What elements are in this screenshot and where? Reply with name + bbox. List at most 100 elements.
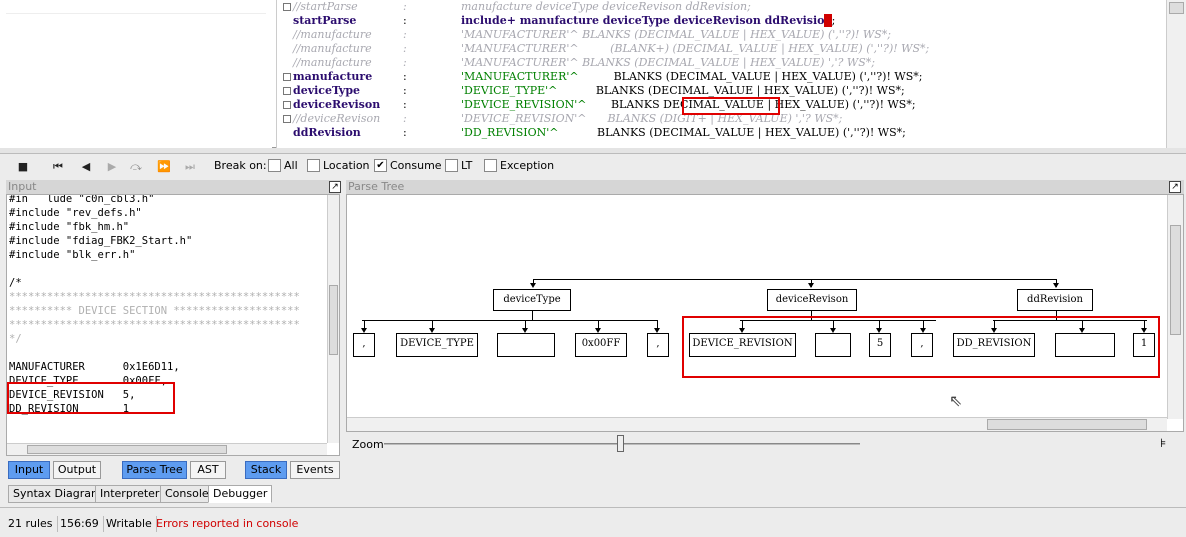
grammar-colon: : [403, 112, 407, 125]
grammar-text-area[interactable]: //startParse:manufacture deviceType devi… [276, 0, 1166, 148]
go-to-start-icon[interactable]: ⏮ [53, 160, 63, 173]
grammar-rule-name: ddRevision [293, 126, 361, 139]
tree-leaf-blanks[interactable] [815, 333, 851, 357]
grammar-colon: : [403, 126, 407, 139]
tree-leaf-blanks[interactable] [1055, 333, 1115, 357]
tree-expand-icon[interactable]: ↗ [1169, 181, 1181, 193]
status-rule-count: 21 rules [4, 516, 58, 532]
tree-leaf-hex-value[interactable]: 0x00FF [575, 333, 627, 357]
grammar-rule-body: manufacture deviceType deviceRevison ddR… [461, 0, 751, 14]
tree-node-ddrevision[interactable]: ddRevision [1017, 289, 1093, 311]
rules-list-panel[interactable] [0, 0, 272, 148]
grammar-token: 'MANUFACTURER'^ [461, 70, 579, 83]
tree-layout-icon[interactable]: ⊧ [1160, 436, 1167, 450]
input-text-area[interactable]: #in lude "c0n_cbl3.h"#include "rev_defs.… [6, 194, 340, 456]
status-errors[interactable]: Errors reported in console [156, 517, 299, 530]
break-location-label: Location [323, 159, 370, 172]
status-bar: 21 rules 156:69 Writable Errors reported… [0, 507, 1186, 537]
grammar-rule-body: 'MANUFACTURER'^ BLANKS (DECIMAL_VALUE | … [461, 70, 922, 84]
input-line: ********** DEVICE SECTION **************… [9, 305, 300, 317]
tree-node-devicetype[interactable]: deviceType [493, 289, 571, 311]
grammar-line[interactable]: //deviceRevison:'DEVICE_REVISION'^ BLANK… [277, 112, 1165, 126]
tree-leaf-decimal-value[interactable]: 1 [1133, 333, 1155, 357]
break-lt-label: LT [461, 159, 473, 172]
grammar-line[interactable]: startParse:include+ manufacture deviceTy… [277, 14, 1165, 28]
grammar-line[interactable]: //manufacture:'MANUFACTURER'^ (BLANK+) (… [277, 42, 1165, 56]
grammar-line[interactable]: deviceType:'DEVICE_TYPE'^ BLANKS (DECIMA… [277, 84, 1165, 98]
tab-events[interactable]: Events [290, 461, 340, 479]
fold-toggle-icon[interactable] [283, 73, 291, 81]
step-backward-icon[interactable]: ◀ [81, 160, 91, 173]
go-to-end-icon[interactable]: ⏭ [185, 160, 195, 173]
fast-forward-icon[interactable]: ⏩ [157, 160, 171, 173]
break-exception-checkbox[interactable] [484, 159, 497, 172]
break-consume-checkbox[interactable]: ✔ [374, 159, 387, 172]
tree-leaf-device-revision[interactable]: DEVICE_REVISION [689, 333, 796, 357]
tree-panel-title: Parse Tree [346, 180, 1184, 194]
tree-leaf-decimal-value[interactable]: 5 [869, 333, 891, 357]
fold-toggle-icon[interactable] [283, 3, 291, 11]
break-location-checkbox[interactable] [307, 159, 320, 172]
tab-console[interactable]: Console [160, 485, 214, 503]
grammar-colon: : [403, 28, 407, 41]
tab-parse-tree[interactable]: Parse Tree [122, 461, 187, 479]
grammar-line[interactable]: manufacture:'MANUFACTURER'^ BLANKS (DECI… [277, 70, 1165, 84]
step-forward-icon[interactable]: ▶ [107, 160, 117, 173]
tree-horizontal-scrollbar[interactable] [347, 417, 1167, 431]
tab-syntax-diagram[interactable]: Syntax Diagram [8, 485, 107, 503]
zoom-slider-thumb[interactable] [617, 435, 624, 452]
editor-vertical-scrollbar[interactable] [1166, 0, 1186, 148]
input-line: /* [9, 277, 22, 289]
input-line: MANUFACTURER 0x1E6D11, [9, 361, 180, 373]
input-line: ****************************************… [9, 291, 300, 303]
tree-leaf-blanks[interactable] [497, 333, 555, 357]
status-writable: Writable [102, 516, 157, 532]
grammar-rule-name: //manufacture [293, 42, 372, 55]
parse-tree-canvas[interactable]: deviceType deviceRevison ddRevision , DE… [346, 194, 1184, 432]
grammar-token: 'MANUFACTURER'^ BLANKS (DECIMAL_VALUE | … [461, 56, 875, 69]
break-lt-checkbox[interactable] [445, 159, 458, 172]
grammar-rule-body: 'MANUFACTURER'^ BLANKS (DECIMAL_VALUE | … [461, 28, 891, 42]
input-horizontal-scrollbar[interactable] [7, 443, 327, 455]
rules-list-item[interactable] [6, 0, 266, 14]
step-over-icon[interactable]: ⤼ [130, 160, 142, 173]
tab-interpreter[interactable]: Interpreter [95, 485, 165, 503]
split-divider[interactable] [0, 148, 1186, 154]
grammar-line[interactable]: deviceRevison:'DEVICE_REVISION'^ BLANKS … [277, 98, 1165, 112]
fold-toggle-icon[interactable] [283, 87, 291, 95]
tree-highlight-box [682, 316, 1160, 378]
fold-toggle-icon[interactable] [283, 101, 291, 109]
grammar-line[interactable]: ddRevision:'DD_REVISION'^ BLANKS (DECIMA… [277, 126, 1165, 140]
break-all-checkbox[interactable] [268, 159, 281, 172]
grammar-line[interactable]: //manufacture:'MANUFACTURER'^ BLANKS (DE… [277, 56, 1165, 70]
tab-debugger[interactable]: Debugger [208, 485, 273, 503]
grammar-rule-name: deviceRevison [293, 98, 381, 111]
tab-ast[interactable]: AST [190, 461, 226, 479]
grammar-token: ; [831, 14, 836, 27]
tree-vertical-scrollbar[interactable] [1167, 195, 1183, 419]
tree-leaf-device-type[interactable]: DEVICE_TYPE [396, 333, 478, 357]
input-line: #include "blk_err.h" [9, 249, 136, 261]
tree-node-devicerevison[interactable]: deviceRevison [767, 289, 857, 311]
tree-leaf-comma[interactable]: , [647, 333, 669, 357]
grammar-rule-body: 'DEVICE_REVISION'^ BLANKS DECIMAL_VALUE … [461, 98, 916, 112]
tab-input[interactable]: Input [8, 461, 50, 479]
tab-stack[interactable]: Stack [245, 461, 287, 479]
grammar-line[interactable]: //startParse:manufacture deviceType devi… [277, 0, 1165, 14]
fold-toggle-icon[interactable] [283, 115, 291, 123]
tree-leaf-dd-revision[interactable]: DD_REVISION [953, 333, 1035, 357]
debugger-toolbar: ■ ⏮ ◀ ▶ ⤼ ⏩ ⏭ Break on: All Location ✔ C… [0, 154, 1186, 179]
tree-leaf-comma[interactable]: , [353, 333, 375, 357]
stop-icon[interactable]: ■ [17, 160, 29, 173]
input-expand-icon[interactable]: ↗ [329, 181, 341, 193]
grammar-editor[interactable]: //startParse:manufacture deviceType devi… [0, 0, 1186, 148]
tree-leaf-comma[interactable]: , [911, 333, 933, 357]
input-line: DEVICE_REVISION 5, [9, 389, 136, 401]
input-vertical-scrollbar[interactable] [327, 195, 339, 443]
input-line: #include "fdiag_FBK2_Start.h" [9, 235, 193, 247]
grammar-rule-body: 'MANUFACTURER'^ (BLANK+) (DECIMAL_VALUE … [461, 42, 929, 56]
tab-output[interactable]: Output [53, 461, 101, 479]
grammar-line[interactable]: //manufacture:'MANUFACTURER'^ BLANKS (DE… [277, 28, 1165, 42]
grammar-token: DECIMAL_VALUE [663, 98, 764, 111]
grammar-token: n [824, 14, 832, 27]
